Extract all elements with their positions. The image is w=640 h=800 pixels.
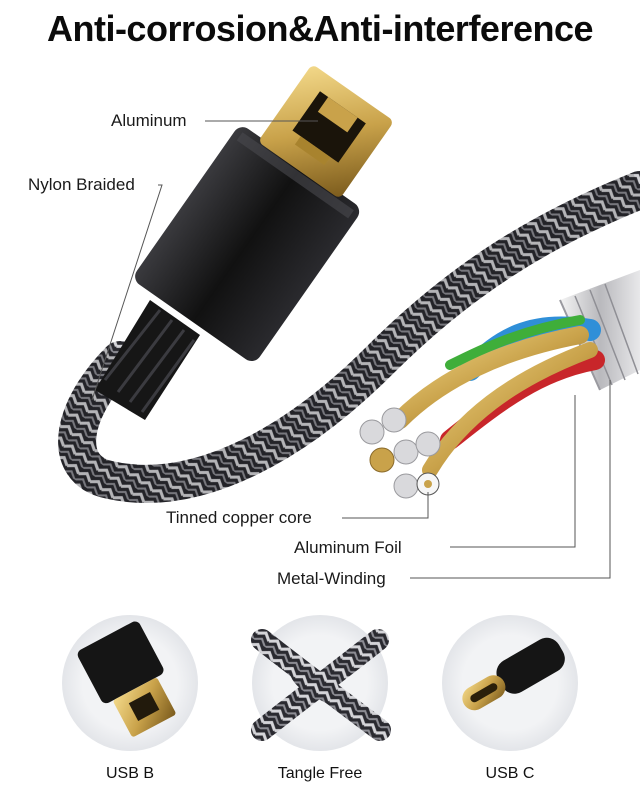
callout-metal-winding: Metal-Winding xyxy=(277,569,386,588)
cable-cut-end xyxy=(359,270,640,499)
feature-label-tangle-free: Tangle Free xyxy=(277,765,363,782)
callout-leaders xyxy=(91,120,611,579)
page-headline: Anti-corrosion&Anti-interference xyxy=(46,8,594,49)
usb-b-connector xyxy=(135,66,392,362)
feature-circle-usb-c xyxy=(442,615,578,751)
feature-circle-tangle-free xyxy=(251,615,391,751)
feature-label-usb-b: USB B xyxy=(105,765,154,782)
feature-label-usb-c: USB C xyxy=(485,765,535,782)
strain-relief xyxy=(95,300,200,420)
callout-tinned-copper-core: Tinned copper core xyxy=(166,508,312,527)
callout-aluminum: Aluminum xyxy=(111,111,187,130)
callout-aluminum-foil: Aluminum Foil xyxy=(294,538,402,557)
callout-nylon-braided: Nylon Braided xyxy=(28,175,135,194)
braided-cable xyxy=(58,171,640,503)
feature-circle-usb-b xyxy=(62,615,198,751)
